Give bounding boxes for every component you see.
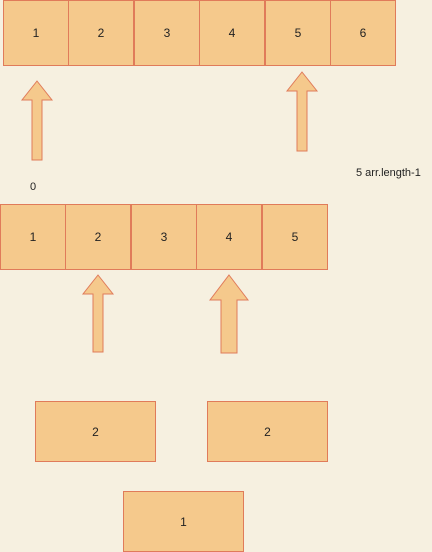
start-index-label: 0 bbox=[30, 181, 37, 193]
split-box-right: 2 bbox=[207, 401, 328, 462]
bottom-array-cell: 1 bbox=[0, 204, 66, 270]
up-arrow-icon bbox=[209, 274, 249, 354]
bottom-array-cell: 4 bbox=[196, 204, 262, 270]
result-box: 1 bbox=[123, 491, 244, 552]
split-box-left: 2 bbox=[35, 401, 156, 462]
top-array-cell: 6 bbox=[330, 0, 396, 66]
up-arrow-icon bbox=[285, 71, 319, 152]
top-array-cell: 1 bbox=[3, 0, 69, 66]
end-index-label: 5 arr.length-1 bbox=[356, 167, 421, 179]
up-arrow-icon bbox=[20, 80, 54, 161]
top-array-cell: 2 bbox=[68, 0, 134, 66]
bottom-array-cell: 3 bbox=[131, 204, 197, 270]
top-array-cell: 3 bbox=[134, 0, 200, 66]
up-arrow-icon bbox=[81, 274, 115, 353]
top-array-cell: 5 bbox=[265, 0, 331, 66]
bottom-array-cell: 2 bbox=[65, 204, 131, 270]
bottom-array-cell: 5 bbox=[262, 204, 328, 270]
top-array-cell: 4 bbox=[199, 0, 265, 66]
